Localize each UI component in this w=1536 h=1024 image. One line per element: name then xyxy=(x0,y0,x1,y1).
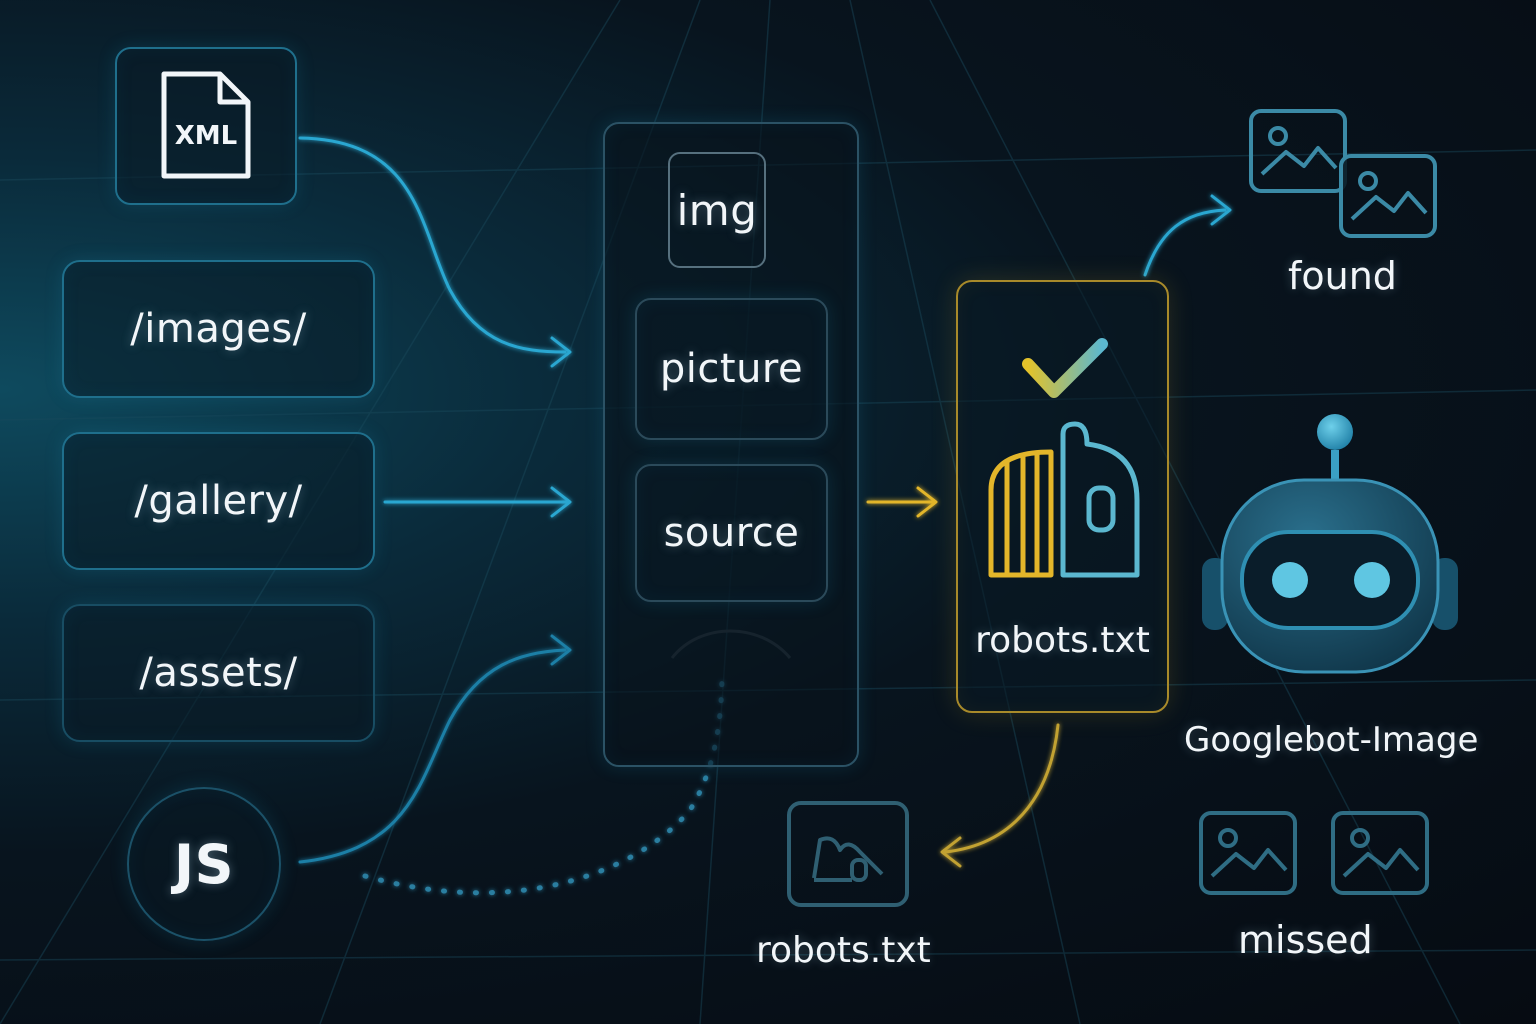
xml-sitemap-node[interactable]: XML xyxy=(115,47,297,205)
gallery-folder-node[interactable]: /gallery/ xyxy=(62,432,375,570)
found-image-icon-2 xyxy=(1339,154,1437,238)
xml-file-icon xyxy=(161,71,251,179)
source-element-node[interactable]: source xyxy=(635,464,828,602)
gate-icon xyxy=(988,421,1140,578)
img-element-label: img xyxy=(676,185,758,235)
assets-folder-label: /assets/ xyxy=(139,650,298,696)
arrow-robots-to-blocked xyxy=(943,723,1060,854)
blocked-image-icon xyxy=(787,801,909,907)
picture-element-node[interactable]: picture xyxy=(635,298,828,440)
arrow-js-to-elements xyxy=(298,648,567,864)
arrowhead-robots xyxy=(916,486,938,518)
arrowhead-found xyxy=(1210,194,1232,226)
assets-folder-node[interactable]: /assets/ xyxy=(62,604,375,742)
js-label: JS xyxy=(174,832,234,896)
arrow-robots-to-found xyxy=(1143,208,1227,277)
gallery-folder-label: /gallery/ xyxy=(134,478,303,524)
images-folder-node[interactable]: /images/ xyxy=(62,260,375,398)
images-folder-label: /images/ xyxy=(130,306,307,352)
found-label: found xyxy=(1288,254,1397,298)
blocked-robots-label: robots.txt xyxy=(756,930,931,971)
arrowhead-gallery xyxy=(550,486,572,518)
js-node[interactable]: JS xyxy=(127,787,281,941)
arrowhead-js xyxy=(550,634,572,666)
found-image-icon-1 xyxy=(1249,109,1347,193)
robots-gate-label: robots.txt xyxy=(975,620,1150,661)
missed-image-icon-2 xyxy=(1331,811,1429,895)
arrowhead-blocked xyxy=(940,836,962,868)
arrowhead-xml xyxy=(550,336,572,368)
googlebot-image-label: Googlebot-Image xyxy=(1184,720,1479,760)
picture-element-label: picture xyxy=(659,346,804,392)
source-element-label: source xyxy=(663,510,800,556)
arrow-xml-to-elements xyxy=(298,136,567,354)
missed-label: missed xyxy=(1238,918,1373,962)
robot-icon xyxy=(1202,414,1458,674)
img-element-node[interactable]: img xyxy=(668,152,766,268)
check-icon xyxy=(1022,338,1108,398)
html-elements-column xyxy=(603,122,859,767)
xml-label: XML xyxy=(174,121,238,151)
missed-image-icon-1 xyxy=(1199,811,1297,895)
